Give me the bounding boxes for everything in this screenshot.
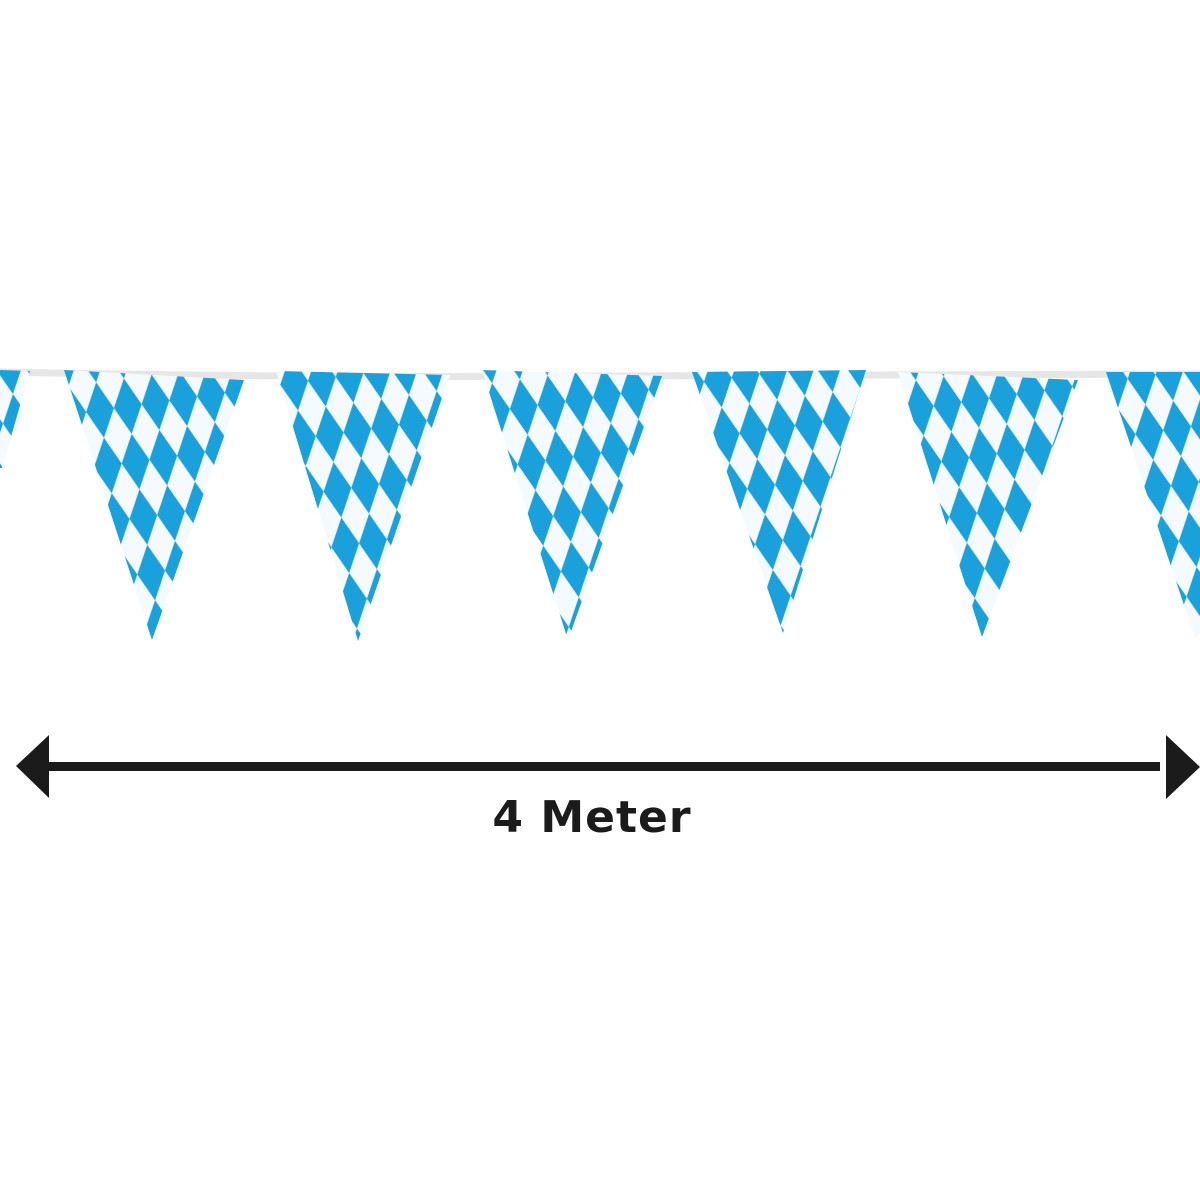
arrow-head-left xyxy=(16,735,49,798)
pennant-flag xyxy=(898,372,1078,637)
pennant-flag xyxy=(482,370,662,640)
pennant-flag xyxy=(276,371,450,641)
pennant-flag xyxy=(1106,372,1200,638)
arrow-head-right xyxy=(1166,735,1200,799)
length-arrow xyxy=(16,735,1200,799)
arrow-shaft xyxy=(40,762,1160,771)
length-label: 4 Meter xyxy=(492,792,691,843)
pennant-flag xyxy=(0,370,30,468)
pennant-flag xyxy=(692,370,866,633)
pennant-row xyxy=(0,370,1200,641)
pennant-flag xyxy=(64,370,244,640)
